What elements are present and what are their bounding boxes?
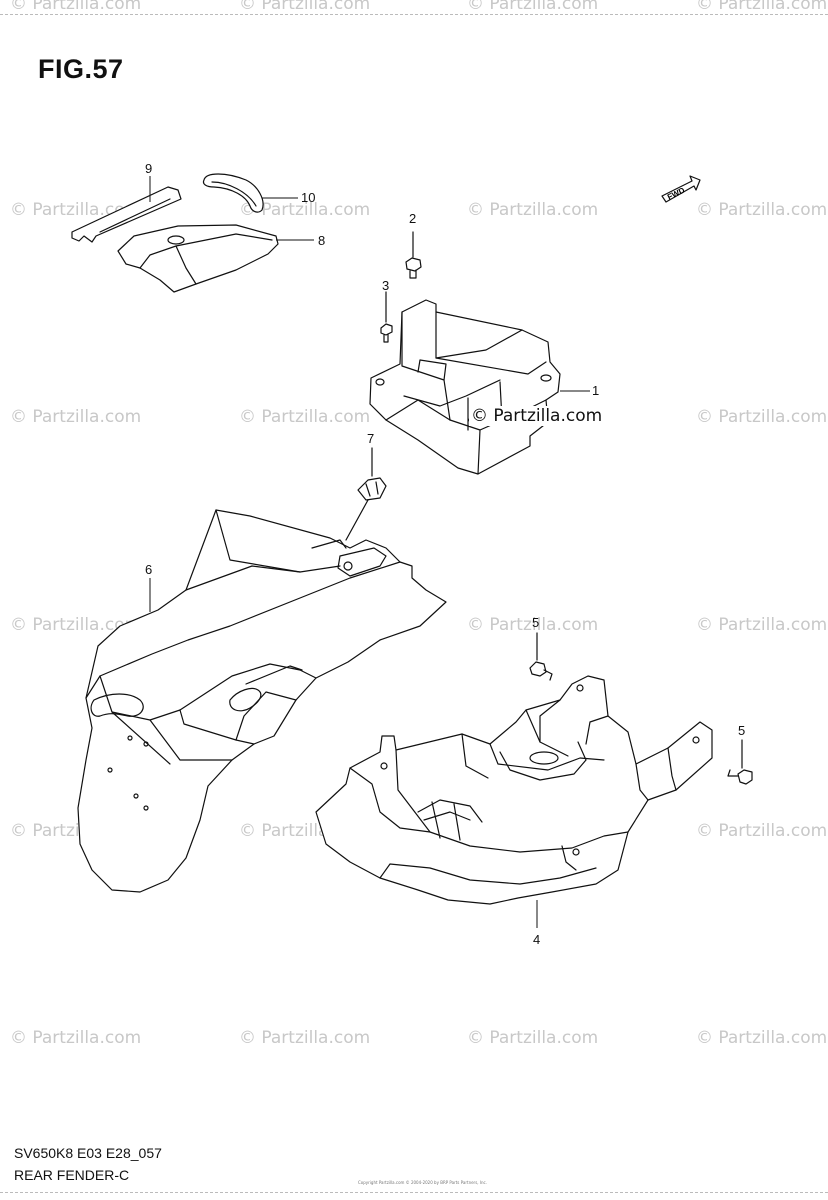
forward-arrow-icon: FWD <box>661 175 701 203</box>
callout-10: 10 <box>301 190 316 205</box>
watermark: © Partzilla.com <box>239 407 371 427</box>
callout-5: 5 <box>532 615 540 630</box>
callout-9: 9 <box>145 161 153 176</box>
watermark: © Partzilla.com <box>696 1028 828 1048</box>
part-6-fender <box>77 509 447 893</box>
bottom-border-dashes <box>0 1192 828 1193</box>
part-7-clip <box>345 447 387 541</box>
watermark: © Partzilla.com <box>467 1028 599 1048</box>
diagram-code: SV650K8 E03 E28_057 <box>14 1145 162 1161</box>
callout-5-right: 5 <box>738 723 746 738</box>
part-5-bolt-right <box>727 739 753 785</box>
watermark: © Partzilla.com <box>239 0 371 14</box>
callout-4: 4 <box>533 932 541 947</box>
watermark: © Partzilla.com <box>239 1028 371 1048</box>
part-1-tray <box>369 299 561 475</box>
figure-title: FIG.57 <box>38 54 124 84</box>
watermark: © Partzilla.com <box>10 407 142 427</box>
fwd-label: FWD <box>666 186 687 202</box>
watermark: © Partzilla.com <box>467 200 599 220</box>
watermark: © Partzilla.com <box>696 821 828 841</box>
watermark: © Partzilla.com <box>696 200 828 220</box>
watermark: © Partzilla.com <box>10 615 142 635</box>
diagram-name: REAR FENDER-C <box>14 1167 130 1183</box>
copyright-text: Copyright Partzilla.com © 2004-2020 by B… <box>358 1180 488 1185</box>
partzilla-logo: © Partzilla.com <box>469 406 605 426</box>
top-border-dashes <box>0 14 828 15</box>
callout-1: 1 <box>592 383 600 398</box>
watermark: © Partzilla.com <box>10 1028 142 1048</box>
callout-8: 8 <box>318 233 326 248</box>
callout-7: 7 <box>367 431 375 446</box>
watermark: © Partzilla.com <box>239 200 371 220</box>
part-10-band <box>202 173 264 213</box>
watermark: © Partzilla.com <box>467 0 599 14</box>
watermark: © Partzilla.com <box>696 615 828 635</box>
part-5-bolt-upper <box>529 632 553 681</box>
part-2-bolt <box>405 231 422 279</box>
part-3-screw <box>380 291 393 343</box>
part-4-lower-fender <box>315 675 713 905</box>
watermark: © Partzilla.com <box>10 0 142 14</box>
part-9-bracket <box>71 186 182 243</box>
callout-3: 3 <box>382 278 390 293</box>
watermark: © Partzilla.com <box>696 407 828 427</box>
callout-2: 2 <box>409 211 417 226</box>
watermark: © Partzilla.com <box>467 615 599 635</box>
callout-6: 6 <box>145 562 153 577</box>
watermark: © Partzilla.com <box>696 0 828 14</box>
part-8-cover <box>117 224 279 293</box>
